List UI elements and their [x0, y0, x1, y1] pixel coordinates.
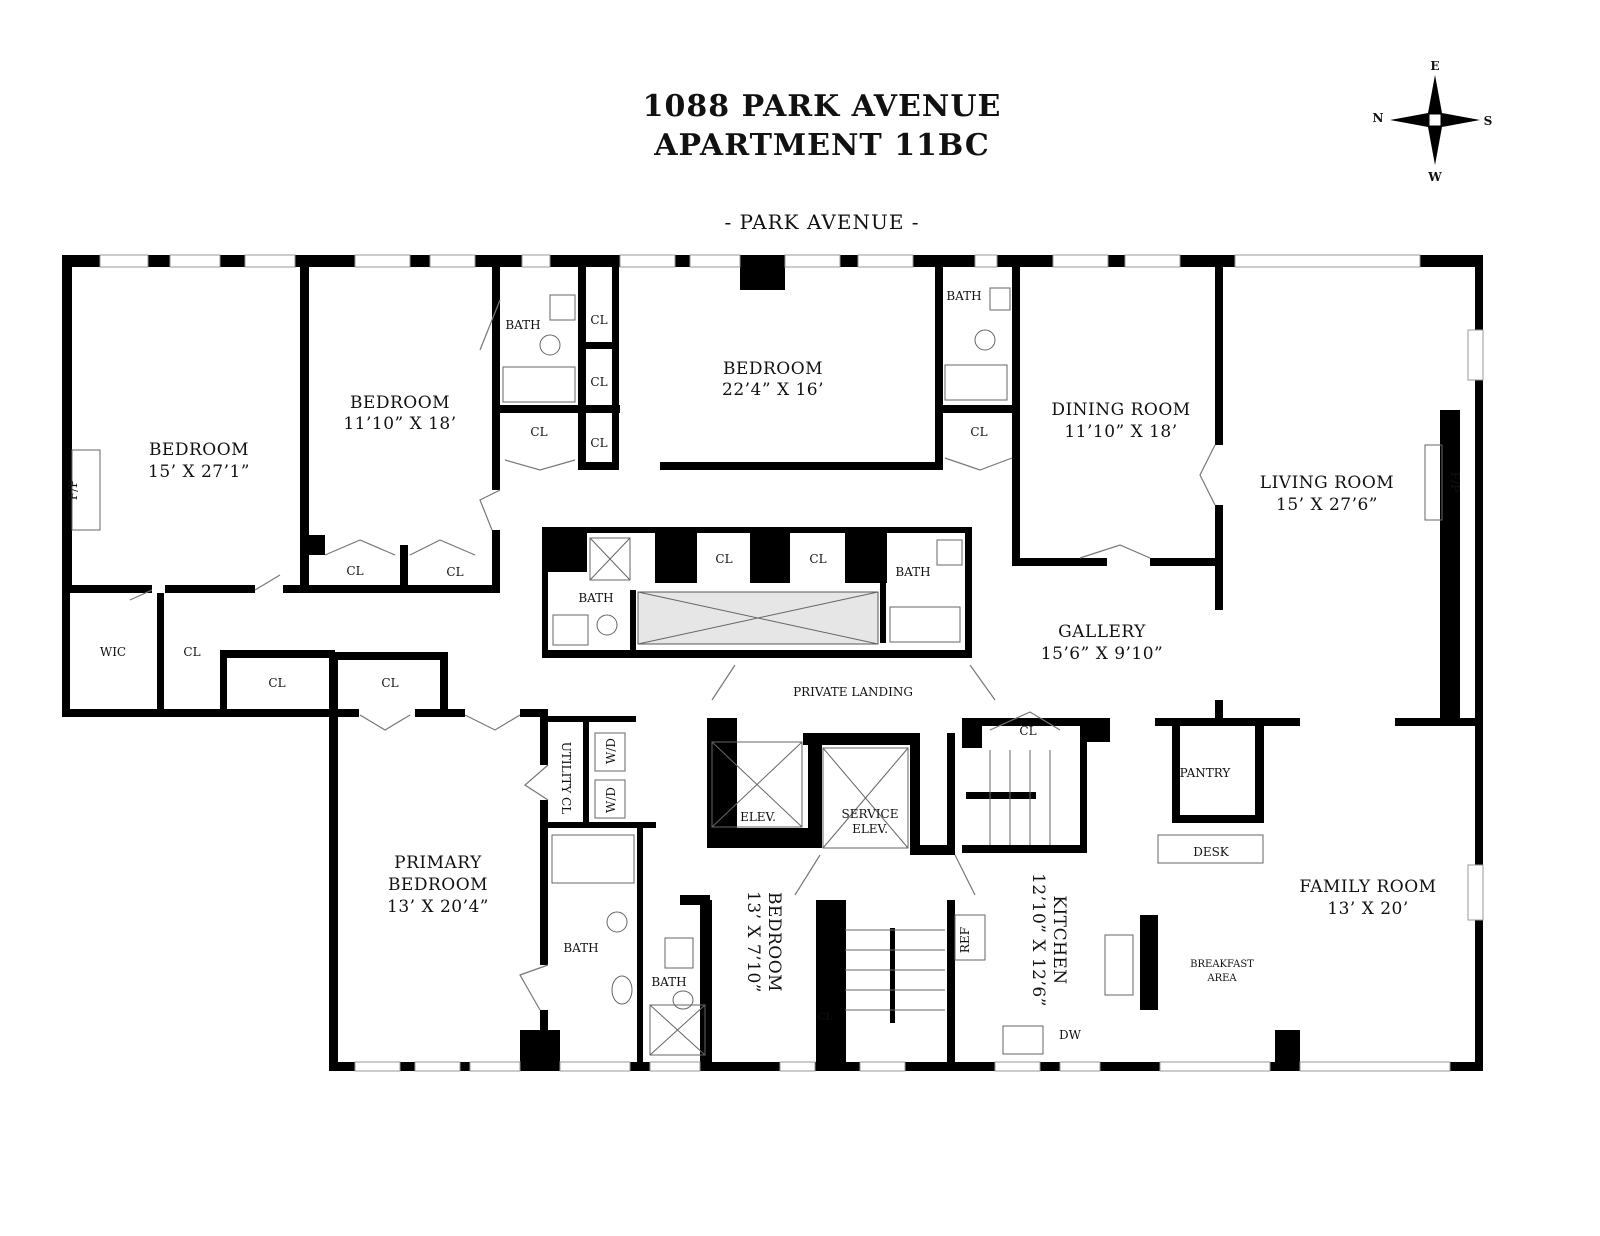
closet-label: CL — [818, 1012, 833, 1023]
doors — [129, 299, 1216, 1011]
family-room-name: FAMILY ROOM — [1299, 877, 1436, 897]
bath-label: BATH — [651, 975, 686, 989]
bedroom-small-dims: 13’ X 7’10” — [743, 891, 763, 993]
closet-label: CL — [590, 313, 607, 327]
utility-closet-label: UTILITY CL — [559, 742, 573, 814]
primary-bedroom-line1: PRIMARY — [394, 853, 482, 873]
windows — [99, 254, 1484, 1072]
primary-bedroom-line2: BEDROOM — [388, 875, 488, 895]
dining-room-dims: 11’10” X 18’ — [1064, 422, 1177, 442]
closet-label: CL — [590, 436, 607, 450]
closet-label: CL — [530, 425, 547, 439]
bedroom-small-name: BEDROOM — [764, 892, 784, 992]
closet-label: CL — [183, 645, 200, 659]
living-room-dims: 15’ X 27’6” — [1276, 495, 1378, 515]
bedroom-west-name: BEDROOM — [149, 440, 249, 460]
closet-label: CL — [446, 565, 463, 579]
washer-dryer-label: W/D — [604, 738, 618, 764]
title-apartment: APARTMENT 11BC — [653, 128, 989, 163]
street-label: - PARK AVENUE - — [724, 210, 919, 234]
closet-label: CL — [715, 552, 732, 566]
breakfast-area-label-2: AREA — [1206, 973, 1237, 984]
bath-label: BATH — [895, 565, 930, 579]
private-landing-label: PRIVATE LANDING — [793, 685, 913, 699]
bedroom-3-name: BEDROOM — [723, 359, 823, 379]
fixtures — [71, 287, 1443, 1056]
room-labels: BEDROOM 15’ X 27’1” BEDROOM 11’10” X 18’… — [148, 359, 1436, 1007]
bedroom-west-dims: 15’ X 27’1” — [148, 462, 250, 482]
bath-label: BATH — [946, 289, 981, 303]
small-labels: BATH BATH BATH BATH BATH BATH CL CL CL C… — [66, 289, 1462, 1042]
gallery-dims: 15’6” X 9’10” — [1041, 644, 1164, 664]
bath-label: BATH — [578, 591, 613, 605]
closet-label: CL — [346, 564, 363, 578]
compass-rose-icon: E N S W — [1373, 59, 1493, 184]
living-room-name: LIVING ROOM — [1260, 473, 1394, 493]
family-room-dims: 13’ X 20’ — [1327, 899, 1408, 919]
breakfast-area-label: BREAKFAST — [1190, 959, 1254, 970]
desk-label: DESK — [1193, 845, 1230, 859]
closet-label: CL — [970, 425, 987, 439]
title-address: 1088 PARK AVENUE — [643, 89, 1002, 124]
compass-north: N — [1373, 111, 1384, 125]
closet-label: CL — [268, 676, 285, 690]
fireplace-label: F/P — [66, 480, 80, 500]
compass-east: E — [1430, 59, 1439, 73]
compass-west: W — [1427, 170, 1442, 184]
closet-label: CL — [381, 676, 398, 690]
closet-label: CL — [590, 375, 607, 389]
bedroom-3-dims: 22’4” X 16’ — [722, 380, 824, 400]
closet-label: CL — [1019, 724, 1036, 738]
bedroom-2-name: BEDROOM — [350, 393, 450, 413]
dishwasher-label: DW — [1059, 1028, 1082, 1042]
service-elevator-label: SERVICE — [842, 807, 899, 821]
kitchen-name: KITCHEN — [1049, 895, 1069, 984]
washer-dryer-label: W/D — [604, 787, 618, 813]
compass-south: S — [1484, 114, 1493, 128]
pantry-label: PANTRY — [1180, 766, 1232, 780]
wic-label: WIC — [100, 645, 126, 659]
bedroom-2-dims: 11’10” X 18’ — [343, 414, 456, 434]
bath-label: BATH — [505, 318, 540, 332]
refrigerator-label: REF — [958, 927, 972, 953]
gallery-name: GALLERY — [1058, 622, 1146, 642]
kitchen-dims: 12’10” X 12’6” — [1028, 873, 1048, 1007]
fireplace-label: F/P — [1448, 472, 1462, 492]
closet-label: CL — [809, 552, 826, 566]
elevator-label: ELEV. — [740, 810, 776, 824]
walls — [62, 255, 1483, 1071]
primary-bedroom-dims: 13’ X 20’4” — [387, 897, 489, 917]
service-elevator-label-2: ELEV. — [852, 822, 888, 836]
dining-room-name: DINING ROOM — [1051, 400, 1190, 420]
bath-label: BATH — [563, 941, 598, 955]
